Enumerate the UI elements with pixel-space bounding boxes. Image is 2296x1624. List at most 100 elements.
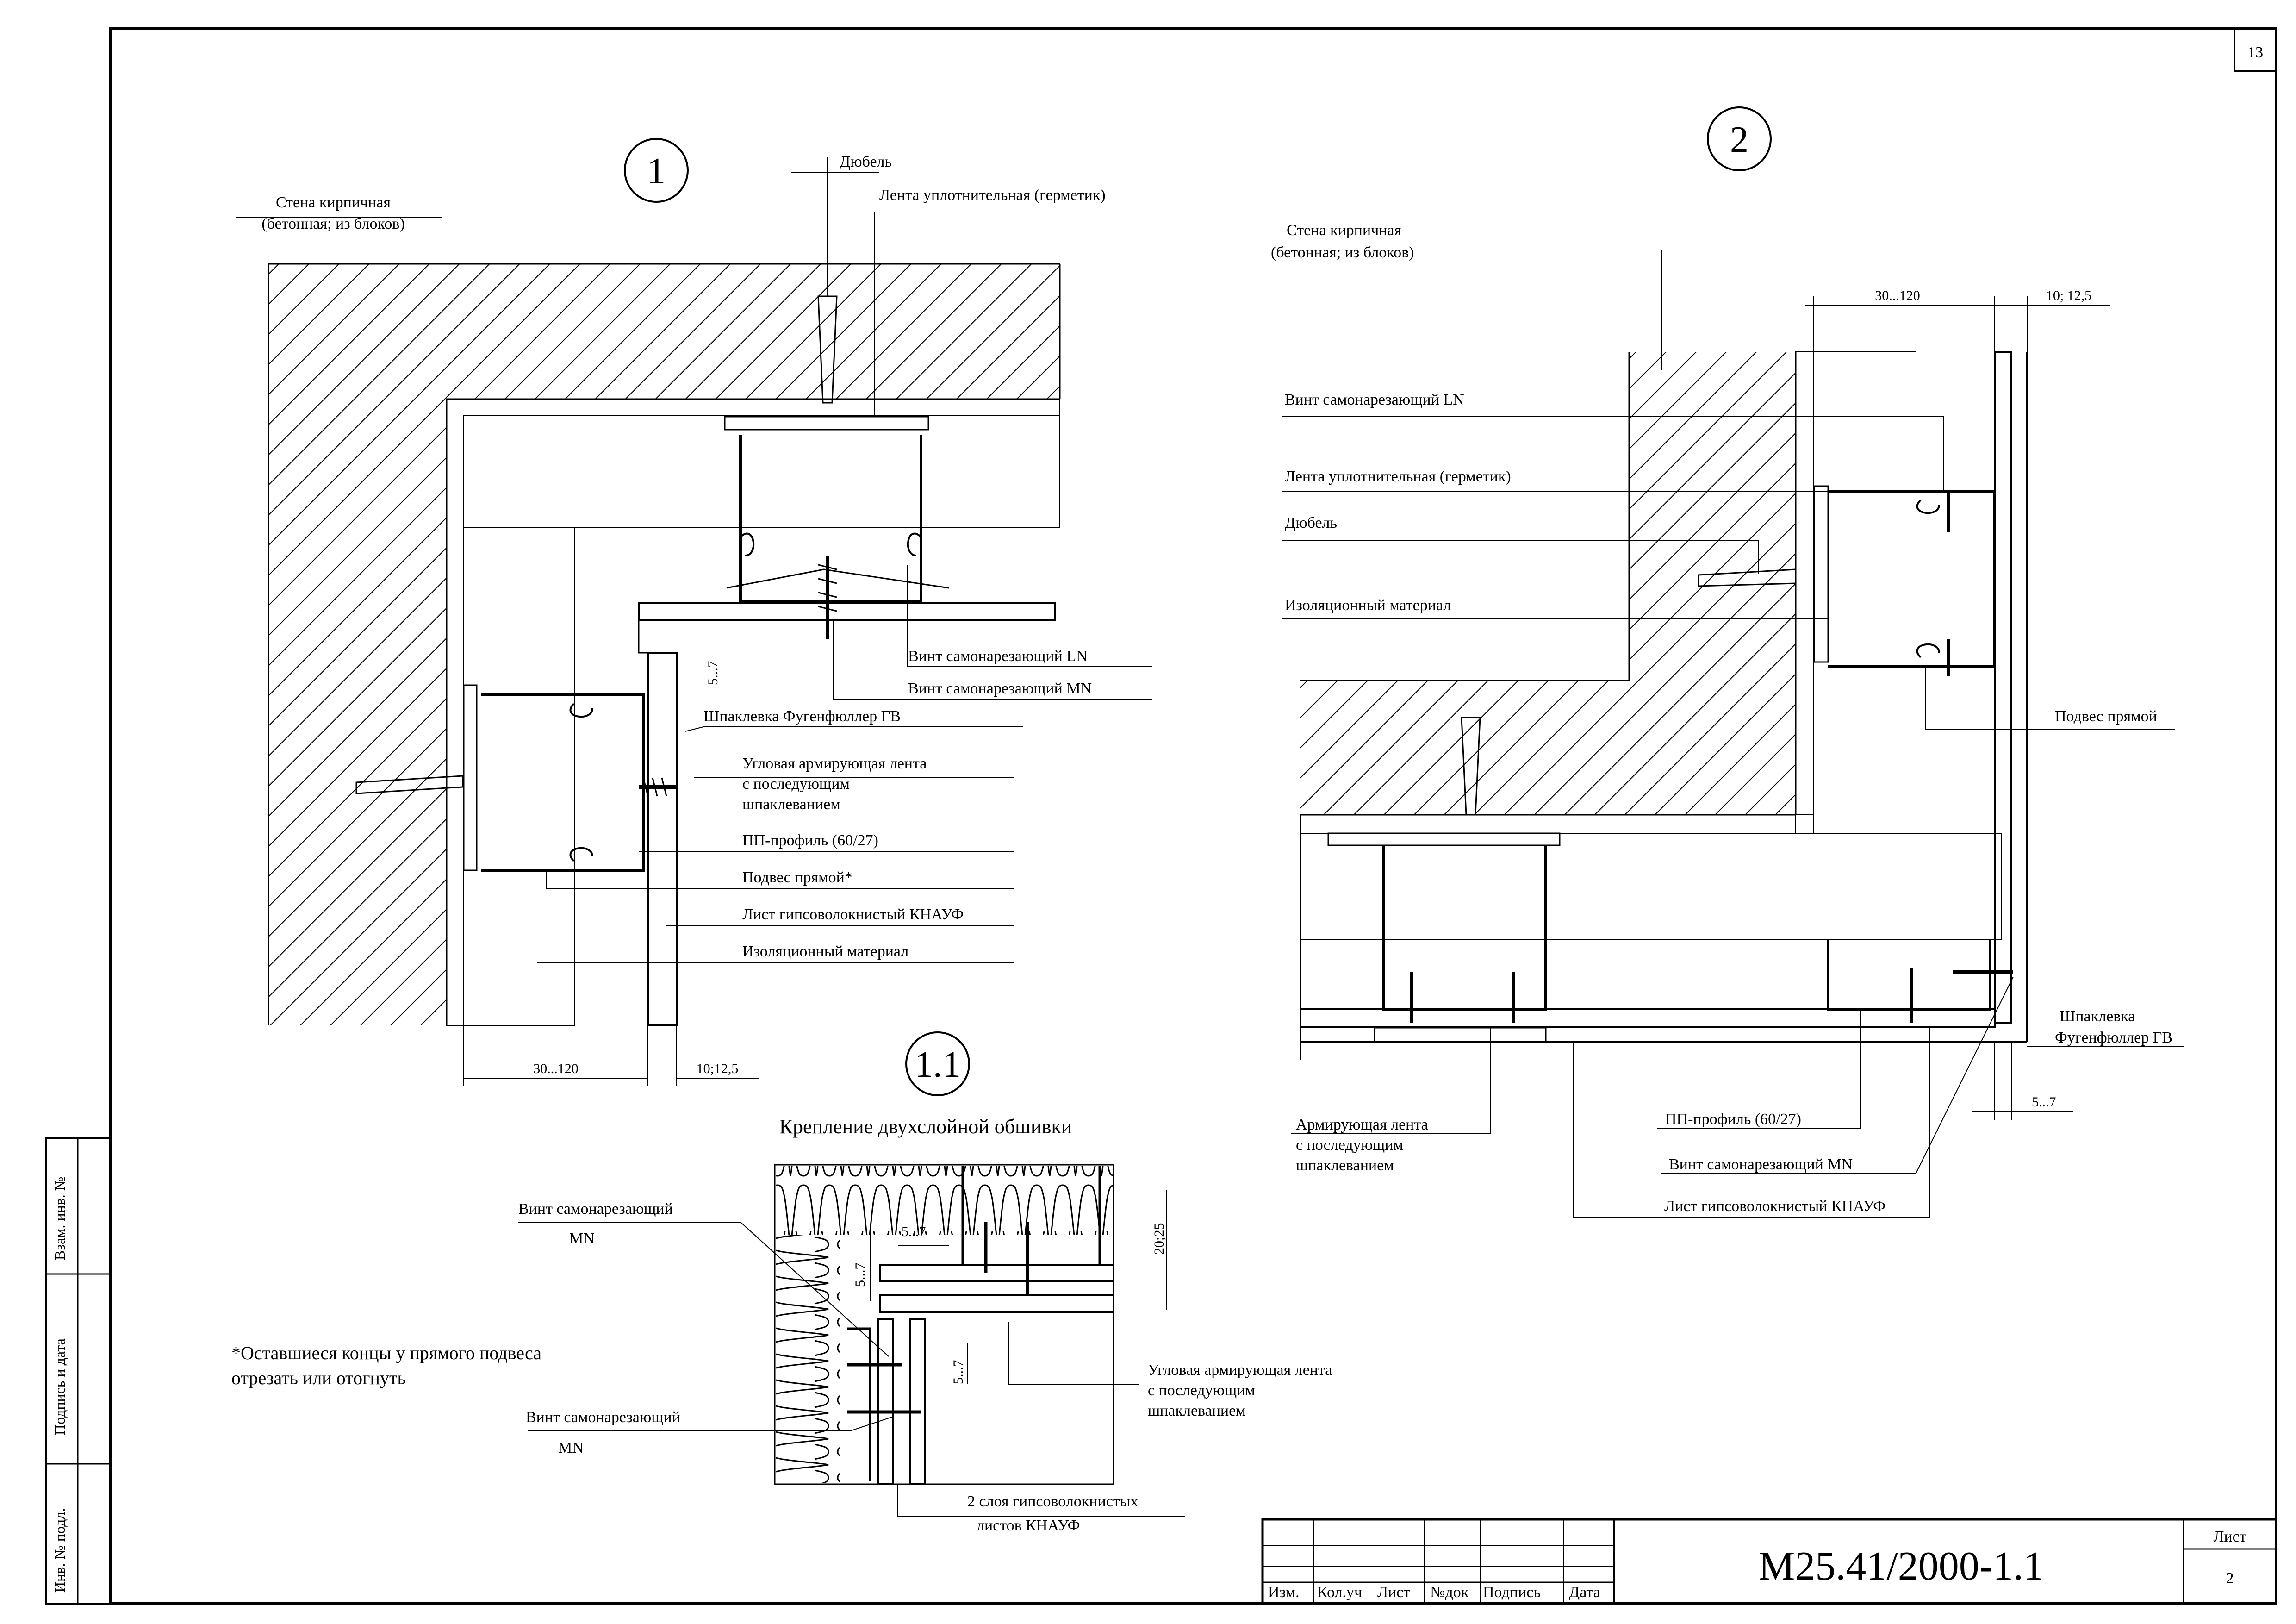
d2-label-putty-2: Фугенфюллер ГВ bbox=[2055, 1029, 2172, 1046]
detail-1-dim-gap: 5...7 bbox=[705, 661, 721, 686]
detail-1-board-horizontal bbox=[638, 602, 1056, 621]
stamp-original-inv: Инв. № подл. bbox=[51, 1508, 68, 1593]
detail-2-leaders bbox=[1282, 250, 2184, 1218]
detail-2-dim-cavity: 30...120 bbox=[1875, 288, 1920, 303]
d2-label-gvl-sheet: Лист гипсоволокнистый КНАУФ bbox=[1664, 1198, 1885, 1215]
detail-1-dim-cavity: 30...120 bbox=[533, 1061, 579, 1076]
d11-dim-height: 20;25 bbox=[1151, 1223, 1167, 1255]
d11-label-two-layers-1: 2 слоя гипсоволокнистых bbox=[967, 1493, 1139, 1510]
detail-2-wall bbox=[1300, 352, 1796, 815]
detail-1-number: 1 bbox=[647, 151, 666, 192]
d11-dim-gap-a: 5...7 bbox=[852, 1263, 868, 1287]
detail-1-1-frame bbox=[774, 1164, 1114, 1485]
sheet-number: 2 bbox=[2226, 1570, 2234, 1587]
tb-col-doc: №док bbox=[1430, 1584, 1469, 1601]
d11-label-screw-bottom-1: Винт самонарезающий bbox=[526, 1409, 680, 1426]
detail-1-profile-side bbox=[481, 693, 645, 872]
d2-label-wall-2: (бетонная; из блоков) bbox=[1271, 244, 1414, 261]
footnote-line-2: отрезать или отогнуть bbox=[231, 1368, 406, 1388]
d2-label-reinf-tape-3: шпаклеванием bbox=[1296, 1157, 1394, 1174]
detail-1-1-insulation-top bbox=[776, 1166, 1113, 1235]
detail-2-dims bbox=[1805, 296, 2110, 1120]
d11-label-screw-top-2: MN bbox=[569, 1230, 595, 1247]
detail-2-dim-board: 10; 12,5 bbox=[2046, 288, 2091, 303]
detail-1-1-dims bbox=[518, 1190, 1185, 1517]
detail-2-bubble bbox=[1707, 106, 1772, 171]
d11-label-screw-top-1: Винт самонарезающий bbox=[518, 1200, 673, 1218]
d2-label-insulation: Изоляционный материал bbox=[1285, 597, 1451, 614]
d2-label-screw-ln: Винт самонарезающий LN bbox=[1285, 391, 1464, 408]
detail-1-1-board-side-2 bbox=[909, 1318, 926, 1485]
stamp-signature-date: Подпись и дата bbox=[51, 1338, 68, 1435]
d11-label-screw-bottom-2: MN bbox=[558, 1439, 584, 1456]
footnote-line-1: *Оставшиеся концы у прямого подвеса bbox=[231, 1343, 541, 1363]
detail-2-board-horizontal bbox=[1300, 1008, 1996, 1028]
detail-1-dims bbox=[463, 620, 759, 1086]
d2-label-dowel: Дюбель bbox=[1285, 514, 1337, 531]
d11-dim-gap-b: 5...7 bbox=[902, 1224, 926, 1239]
d1-label-sealing-tape: Лента уплотнительная (герметик) bbox=[879, 187, 1106, 204]
detail-1-1-title: Крепление двухслойной обшивки bbox=[779, 1115, 1072, 1138]
detail-2-dowel-side bbox=[1698, 568, 1797, 587]
d1-label-insulation: Изоляционный материал bbox=[742, 943, 908, 960]
d1-label-dowel: Дюбель bbox=[840, 153, 892, 170]
d1-label-corner-tape-1: Угловая армирующая лента bbox=[742, 755, 927, 772]
detail-1-insulation-side bbox=[463, 527, 575, 1026]
detail-1-dim-board: 10;12,5 bbox=[697, 1061, 739, 1076]
detail-1-sealing-tape-top bbox=[724, 416, 929, 431]
detail-1-1-insulation-side bbox=[776, 1235, 840, 1483]
d1-label-pp-profile: ПП-профиль (60/27) bbox=[742, 832, 878, 849]
detail-2-dowel-bottom bbox=[1461, 717, 1481, 816]
detail-2-board-vertical bbox=[1994, 351, 2012, 1024]
detail-1-dowel-top bbox=[817, 295, 838, 404]
detail-1-bubble bbox=[624, 138, 689, 203]
detail-2-profile-bottom-right bbox=[1827, 940, 1991, 1011]
detail-2-dim-gap: 5...7 bbox=[2032, 1094, 2056, 1110]
detail-1-1-number: 1.1 bbox=[915, 1044, 961, 1085]
d2-label-putty-1: Шпаклевка bbox=[2060, 1008, 2135, 1025]
detail-1-wall bbox=[268, 264, 1060, 1025]
sheet-frame: 13 bbox=[109, 27, 2277, 1605]
d11-label-corner-tape-2: с последующим bbox=[1148, 1382, 1255, 1399]
d11-label-two-layers-2: листов КНАУФ bbox=[977, 1517, 1080, 1534]
detail-1-screw-ln bbox=[818, 556, 837, 639]
tb-col-change: Изм. bbox=[1268, 1584, 1300, 1601]
detail-2: 2 bbox=[1271, 106, 2184, 1218]
d2-label-reinf-tape-1: Армирующая лента bbox=[1296, 1116, 1428, 1133]
detail-1-1-board-side-1 bbox=[877, 1318, 894, 1485]
d1-label-screw-mn: Винт самонарезающий MN bbox=[908, 680, 1092, 697]
d1-label-wall-1: Стена кирпичная bbox=[276, 194, 391, 211]
d1-label-putty: Шпаклевка Фугенфюллер ГВ bbox=[703, 708, 901, 725]
detail-1-1-bubble bbox=[905, 1031, 970, 1096]
tb-col-sheet: Лист bbox=[1377, 1584, 1410, 1601]
detail-2-sealing-tape-side bbox=[1813, 485, 1829, 663]
sheet-header: Лист bbox=[2213, 1528, 2246, 1545]
detail-2-sealing-tape-bottom bbox=[1327, 832, 1561, 846]
detail-2-screw-mn bbox=[1410, 968, 2013, 1023]
detail-2-profile-side bbox=[1828, 490, 1996, 668]
detail-1-1: 1.1 Крепление двухслойной обшивки 5...7 … bbox=[518, 1031, 1332, 1534]
detail-1-sealing-tape-side bbox=[463, 684, 478, 871]
d1-label-wall-2: (бетонная; из блоков) bbox=[261, 215, 404, 232]
detail-1-profile-top bbox=[739, 435, 922, 603]
d1-label-corner-tape-2: с последующим bbox=[742, 775, 850, 793]
d2-label-screw-mn: Винт самонарезающий MN bbox=[1669, 1156, 1853, 1173]
detail-1-board-vertical bbox=[647, 652, 678, 1026]
detail-2-profile-bottom-left bbox=[1382, 845, 1547, 1011]
detail-1-1-board-top-2 bbox=[879, 1294, 1114, 1313]
d2-label-pp-profile: ПП-профиль (60/27) bbox=[1665, 1111, 1801, 1128]
d2-label-reinf-tape-2: с последующим bbox=[1296, 1137, 1403, 1154]
detail-1-leaders bbox=[236, 172, 1166, 963]
d2-label-wall-1: Стена кирпичная bbox=[1287, 222, 1401, 239]
detail-2-number: 2 bbox=[1730, 119, 1748, 160]
d2-label-sealing-tape: Лента уплотнительная (герметик) bbox=[1285, 468, 1511, 485]
tb-col-signature: Подпись bbox=[1483, 1584, 1541, 1601]
detail-1-screw-mn bbox=[639, 777, 676, 797]
document-code: М25.41/2000-1.1 bbox=[1759, 1544, 2044, 1589]
stamp-replaced-inv: Взам. инв. № bbox=[51, 1177, 68, 1260]
detail-1-dowel-side bbox=[355, 775, 464, 794]
d11-label-corner-tape-3: шпаклеванием bbox=[1148, 1402, 1246, 1419]
d1-label-corner-tape-3: шпаклеванием bbox=[742, 796, 840, 813]
d2-label-hanger: Подвес прямой bbox=[2055, 708, 2157, 725]
